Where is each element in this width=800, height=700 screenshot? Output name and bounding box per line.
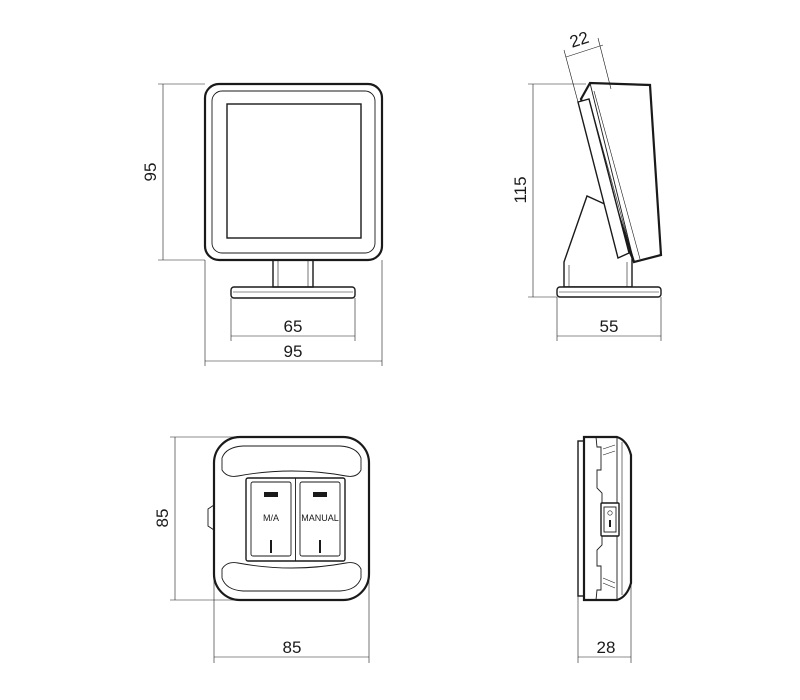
front-overall-width-dim: 95 (284, 342, 303, 361)
wall-height-dim: 85 (153, 509, 172, 528)
wall-side-view: 28 (577, 435, 633, 663)
wall-side-hatch (602, 444, 616, 589)
wall-plate-outer (212, 435, 371, 602)
front-base-width-dim: 65 (284, 317, 303, 336)
wall-front-view: M/A MANUAL 85 85 (153, 435, 371, 663)
wall-side-tab (207, 504, 215, 531)
manual-rocker-mark (319, 540, 321, 553)
side-display-edge (589, 82, 635, 263)
rocker-switch-on-mark (609, 520, 611, 527)
front-display-screen (226, 103, 362, 239)
side-tilt-depth-dim: 22 (567, 28, 591, 52)
front-height-dim: 95 (141, 163, 160, 182)
ma-rocker-mark (270, 540, 272, 553)
manual-indicator-led (313, 492, 327, 497)
dim-line (565, 44, 604, 58)
manual-button[interactable]: MANUAL (299, 481, 341, 557)
ma-button-label: M/A (263, 513, 279, 523)
wall-plate-top-cover (221, 445, 362, 477)
side-display-edge (593, 90, 641, 260)
side-display-edge (588, 98, 635, 263)
wall-width-dim: 85 (283, 638, 302, 657)
side-base-depth-dim: 55 (600, 317, 619, 336)
wall-plate-bottom-cover (221, 562, 362, 592)
ma-indicator-led (264, 492, 278, 497)
dim-extension-line (597, 37, 612, 90)
side-view-stand: 22 115 55 (511, 28, 663, 341)
side-height-dim: 115 (511, 176, 530, 203)
front-display-bezel (211, 90, 376, 254)
rocker-switch-off-mark (607, 510, 613, 516)
rocker-switch-face (603, 506, 617, 533)
manual-button-face[interactable] (299, 481, 341, 557)
side-display-front (577, 98, 630, 259)
ma-button[interactable]: M/A (250, 481, 292, 557)
front-stand-base (230, 286, 356, 299)
dim-extension-line (563, 49, 579, 103)
ma-button-face[interactable] (250, 481, 292, 557)
front-view-stand: 95 65 95 (141, 82, 384, 366)
wall-side-rocker-switch[interactable] (600, 502, 620, 537)
manual-button-label: MANUAL (301, 513, 339, 523)
front-stand-neck (272, 259, 314, 288)
wall-side-depth-dim: 28 (597, 638, 616, 657)
front-display-housing (203, 82, 384, 262)
